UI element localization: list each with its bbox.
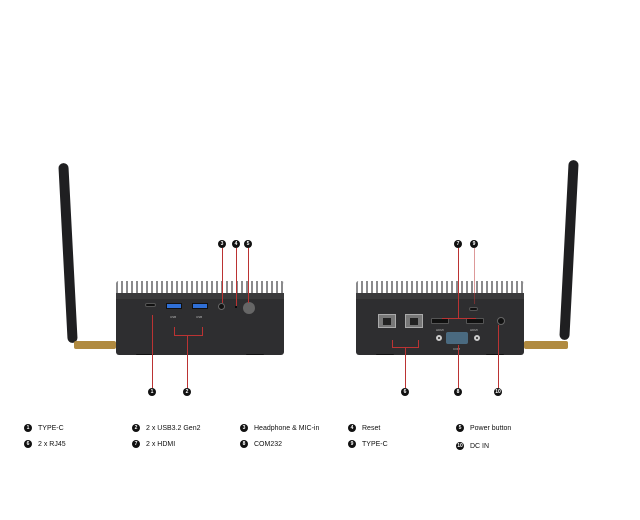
dc-in-port [497, 317, 505, 325]
callout-3: 3 [218, 240, 226, 248]
back-view: HDMI HDMI COM 7 9 6 8 10 [356, 159, 579, 396]
usb-label-1: USB [170, 315, 177, 319]
hdmi-port-1 [431, 318, 449, 324]
callout-2: 2 [183, 388, 191, 396]
usb-port-1 [166, 303, 182, 309]
callout-4: 4 [232, 240, 240, 248]
callout-10: 10 [494, 388, 502, 396]
usb-port-2 [192, 303, 208, 309]
com-label: COM [453, 347, 460, 351]
back-chassis: HDMI HDMI COM [356, 281, 524, 355]
callout-1: 1 [148, 388, 156, 396]
callout-7: 7 [454, 240, 462, 248]
rj45-port-1 [378, 314, 396, 328]
antenna-connector [74, 341, 116, 349]
type-c-port [145, 303, 156, 307]
callout-5: 5 [244, 240, 252, 248]
rj45-port-2 [405, 314, 423, 328]
front-view: USB USB 3 4 5 1 2 [0, 0, 320, 410]
usb-label-2: USB [196, 315, 203, 319]
reset-hole [235, 306, 237, 308]
audio-jack [218, 303, 225, 310]
power-button [243, 302, 255, 314]
type-c-port [469, 307, 478, 311]
callout-8: 8 [454, 388, 462, 396]
antenna-right [559, 159, 579, 341]
hdmi-label-2: HDMI [470, 328, 478, 332]
front-chassis: USB USB [116, 281, 284, 355]
callout-9: 9 [470, 240, 478, 248]
hdmi-label-1: HDMI [436, 328, 444, 332]
antenna-connector [524, 341, 568, 349]
com-port [446, 332, 468, 344]
callout-6: 6 [401, 388, 409, 396]
